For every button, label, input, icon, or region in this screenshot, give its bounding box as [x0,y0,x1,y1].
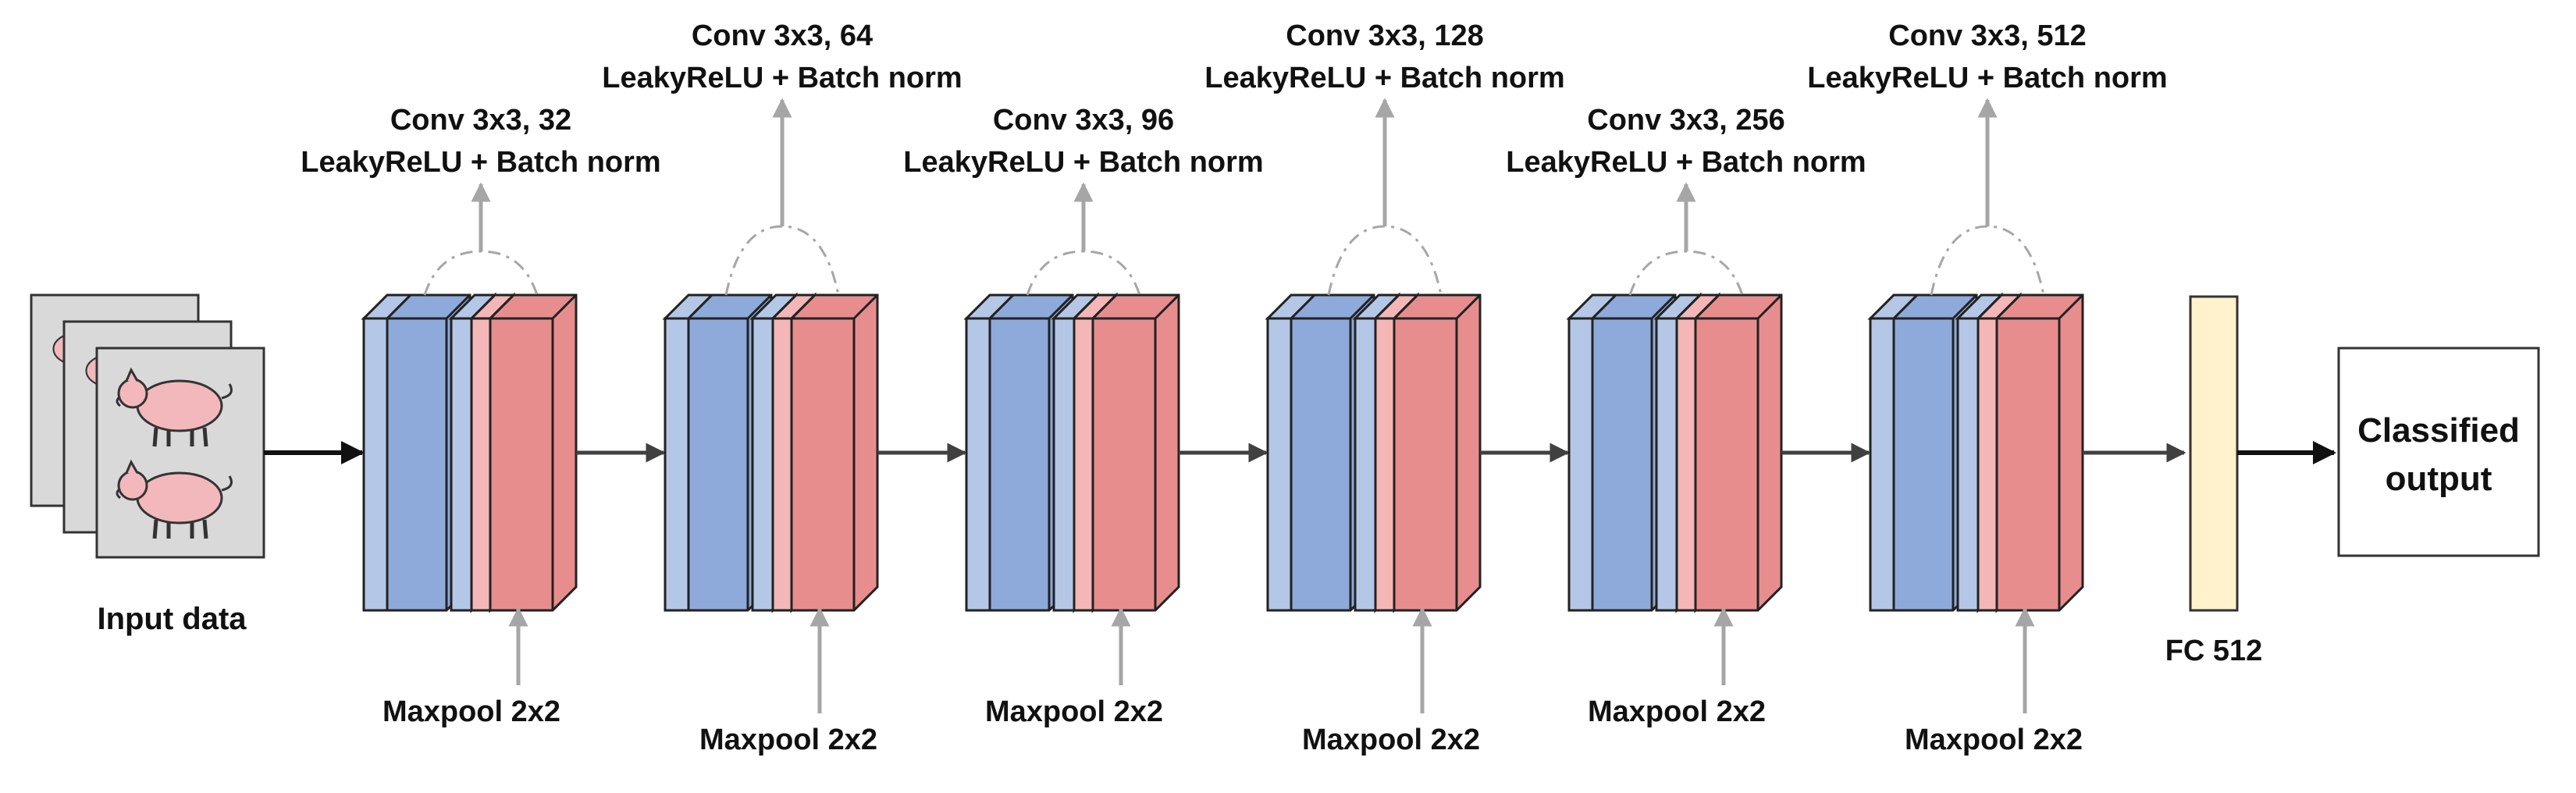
conv-bracket [1628,250,1744,296]
batchnorm-layer-side [470,317,492,612]
input-image-stack [30,293,265,559]
conv-layer [1867,293,1978,612]
conv-layer-thin-side [1052,317,1076,612]
pool-layer [489,293,578,612]
conv-block: Conv 3x3, 96 LeakyReLU + Batch normMaxpoo… [903,104,1268,728]
conv-layer-edge2 [746,293,773,320]
pool-layer-face [1091,293,1180,612]
conv-label: Conv 3x3, 256 [1587,104,1784,137]
pool-layer-edge2 [551,293,578,320]
input-data-label: Input data [97,602,247,636]
conv-layer-side [1266,317,1293,612]
output-label-line1: Classified [2357,411,2520,450]
conv-blocks: Conv 3x3, 32 LeakyReLU + Batch normMaxpoo… [301,20,2186,756]
pool-layer-edge2 [1756,293,1783,320]
conv-layer-side [664,317,690,612]
pool-layer-edge2 [1455,293,1482,320]
conv-bracket [1026,250,1141,296]
conv-layer-thin-side [1354,317,1377,612]
pool-layer-edge2 [852,293,879,320]
conv-bracket [724,225,840,296]
pool-layer-edge2 [2058,293,2084,320]
conv-layer-thin-side [1655,317,1678,612]
pool-layer-face [1694,293,1783,612]
pool-layer [1995,293,2084,612]
conv-layer-side [1869,317,1895,612]
conv-layer-edge2 [1650,293,1677,320]
conv-bracket [1327,225,1443,296]
conv-layer-edge2 [1048,293,1074,320]
conv-block: Conv 3x3, 64 LeakyReLU + Batch normMaxpoo… [602,20,967,756]
output-label-line2: output [2386,460,2492,498]
pool-layer [1393,293,1482,612]
conv-layer-side [362,317,389,612]
conv-label: Conv 3x3, 32 [390,104,571,137]
conv-label: Conv 3x3, 512 [1888,20,2086,52]
conv-label: Conv 3x3, 128 [1286,20,1483,52]
conv-layer-thin-side [751,317,774,612]
fc-label: FC 512 [2165,635,2263,667]
pig-icon [116,459,233,539]
pool-layer-face [489,293,578,612]
conv-layer [1566,293,1677,612]
activation-label: LeakyReLU + Batch norm [602,62,962,94]
maxpool-label: Maxpool 2x2 [985,695,1163,728]
pool-layer-edge2 [1154,293,1180,320]
conv-layer-edge2 [445,293,471,320]
activation-label: LeakyReLU + Batch norm [1807,62,2167,94]
activation-label: LeakyReLU + Batch norm [301,146,660,179]
pig-icon [116,367,233,447]
conv-block: Conv 3x3, 32 LeakyReLU + Batch normMaxpoo… [301,104,666,728]
maxpool-label: Maxpool 2x2 [699,724,877,756]
conv-layer-thin-side [1956,317,1980,612]
batchnorm-layer-side [1675,317,1697,612]
conv-layer [1265,293,1375,612]
conv-bracket [423,250,539,296]
pool-layer [1091,293,1180,612]
pool-layer [790,293,879,612]
conv-label: Conv 3x3, 64 [692,20,873,52]
batchnorm-layer-side [1976,317,1998,612]
maxpool-label: Maxpool 2x2 [1905,724,2083,756]
conv-layer-edge2 [1349,293,1375,320]
activation-label: LeakyReLU + Batch norm [1506,146,1866,179]
maxpool-label: Maxpool 2x2 [1588,695,1766,728]
conv-layer [662,293,773,612]
conv-layer-edge2 [1952,293,1978,320]
pool-layer-face [790,293,879,612]
fc-layer [2189,295,2239,612]
conv-layer [963,293,1074,612]
batchnorm-layer-side [771,317,793,612]
conv-layer-thin-side [450,317,473,612]
maxpool-label: Maxpool 2x2 [1302,724,1480,756]
conv-label: Conv 3x3, 96 [993,104,1174,137]
conv-layer-side [965,317,991,612]
pool-layer [1694,293,1783,612]
maxpool-label: Maxpool 2x2 [382,695,560,728]
conv-bracket [1930,225,2045,296]
conv-layer-side [1567,317,1594,612]
input-image-front [95,347,265,559]
pool-layer-face [1995,293,2084,612]
conv-layer [361,293,471,612]
activation-label: LeakyReLU + Batch norm [1204,62,1564,94]
classified-output-box [2337,347,2540,557]
batchnorm-layer-side [1374,317,1396,612]
activation-label: LeakyReLU + Batch norm [903,146,1263,179]
batchnorm-layer-side [1073,317,1094,612]
pool-layer-face [1393,293,1482,612]
